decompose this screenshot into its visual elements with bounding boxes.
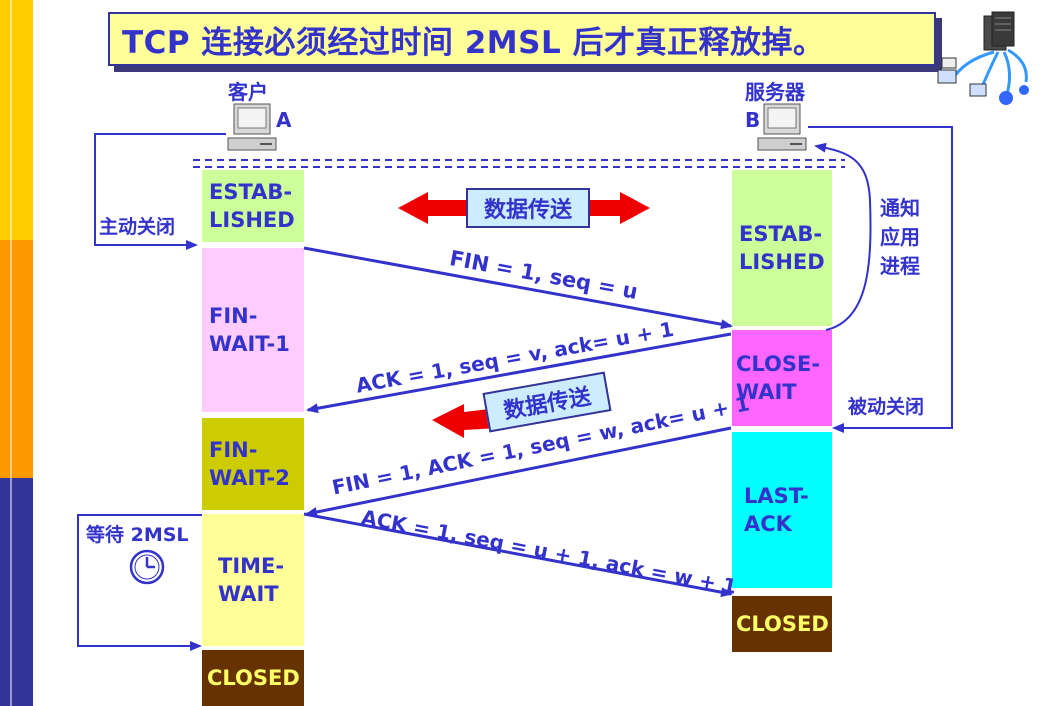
side-bar-yellow [0, 0, 33, 240]
client-state-established: ESTAB- LISHED [202, 170, 304, 242]
client-state-fin-wait-1: FIN- WAIT-1 [202, 248, 304, 412]
server-state-last-ack: LAST- ACK [732, 432, 832, 588]
server-label: 服务器 [745, 80, 805, 104]
data-transfer-badge: 数据传送 [466, 188, 590, 228]
computer-icon [227, 103, 277, 151]
active-close-label: 主动关闭 [99, 216, 176, 238]
client-label: 客户 [228, 80, 268, 104]
side-bar-edge [10, 0, 12, 706]
client-state-time-wait: TIME- WAIT [202, 514, 304, 646]
side-bar-orange [0, 240, 33, 478]
network-icon [937, 11, 1029, 105]
client-id: A [276, 108, 292, 132]
client-state-fin-wait-2: FIN- WAIT-2 [202, 418, 304, 510]
notify-app-label: 通知 应用 进程 [880, 196, 920, 278]
wait-2msl-label: 等待 2MSL [86, 524, 189, 546]
server-id: B [745, 108, 761, 132]
clock-icon [129, 549, 165, 585]
computer-icon [757, 103, 807, 151]
side-bar-navy [0, 478, 33, 706]
server-state-close-wait: CLOSE- WAIT [732, 330, 832, 426]
slide-title: TCP 连接必须经过时间 2MSL 后才真正释放掉。 [108, 12, 936, 66]
server-state-established: ESTAB- LISHED [732, 170, 832, 326]
passive-close-label: 被动关闭 [848, 396, 925, 418]
client-state-closed: CLOSED [202, 650, 304, 706]
server-state-closed: CLOSED [732, 596, 832, 652]
